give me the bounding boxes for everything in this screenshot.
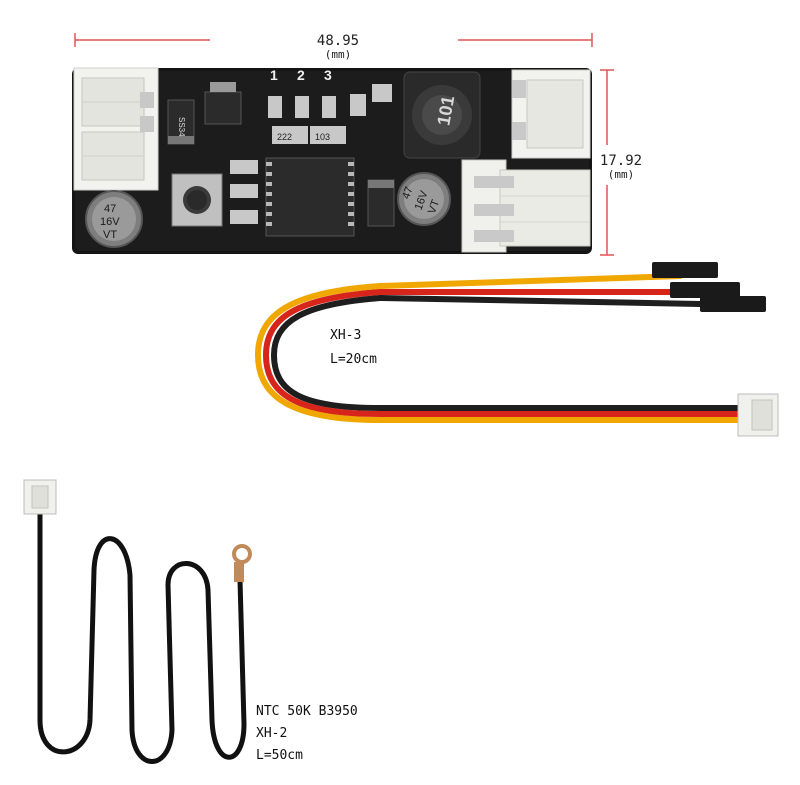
pcb-board: 1 2 3 47 16V VT 47 16V VT 101 222 103 SS… [72,67,592,254]
diode-2 [367,179,395,227]
sensor-length-label: L=50cm [256,748,303,763]
silkscreen-number-2: 2 [297,67,305,83]
xh2-plug [23,479,57,515]
diode [167,99,195,145]
width-dimension-line [600,69,614,256]
smd-components [140,84,392,224]
width-dimension-label: 17.92 (mm) [598,154,644,182]
ring-terminal [232,544,252,582]
silkscreen-number-1: 1 [270,67,278,83]
length-dimension-label: 48.95 (mm) [310,34,366,62]
regulator [204,82,242,125]
sensor-connector-label: XH-2 [256,726,288,741]
silkscreen-number-3: 3 [324,67,332,83]
fan-cable-connector-label: XH-3 [330,328,362,343]
length-dimension-line [74,33,593,47]
right-top-connector [511,69,591,159]
capacitor-left [85,190,143,248]
fan-cable-length-label: L=20cm [330,352,377,367]
diode-marking: SS34 [177,117,186,137]
resistor-marking-1: 222 [277,132,292,142]
capacitor-right-series: VT [426,198,442,216]
dupont-connectors [652,262,766,312]
resistor-marking-2: 103 [315,132,330,142]
main-ic [265,157,355,237]
right-bottom-connector [461,159,591,253]
capacitor-right-value: 47 [400,185,415,201]
width-unit: (mm) [607,168,635,181]
capacitor-left-value: 47 [104,203,116,215]
width-value: 17.92 [599,153,643,169]
sensor-type-label: NTC 50K B3950 [256,704,358,719]
sensor-cable [37,507,247,764]
fan-cable [254,273,745,423]
xh3-plug [737,393,779,437]
inductor [403,71,481,159]
capacitor-right [397,172,451,226]
length-value: 48.95 [316,33,360,49]
capacitor-left-voltage: 16V [100,216,120,228]
length-unit: (mm) [324,48,352,61]
tactile-button [171,173,223,227]
capacitor-left-series: VT [103,229,117,241]
